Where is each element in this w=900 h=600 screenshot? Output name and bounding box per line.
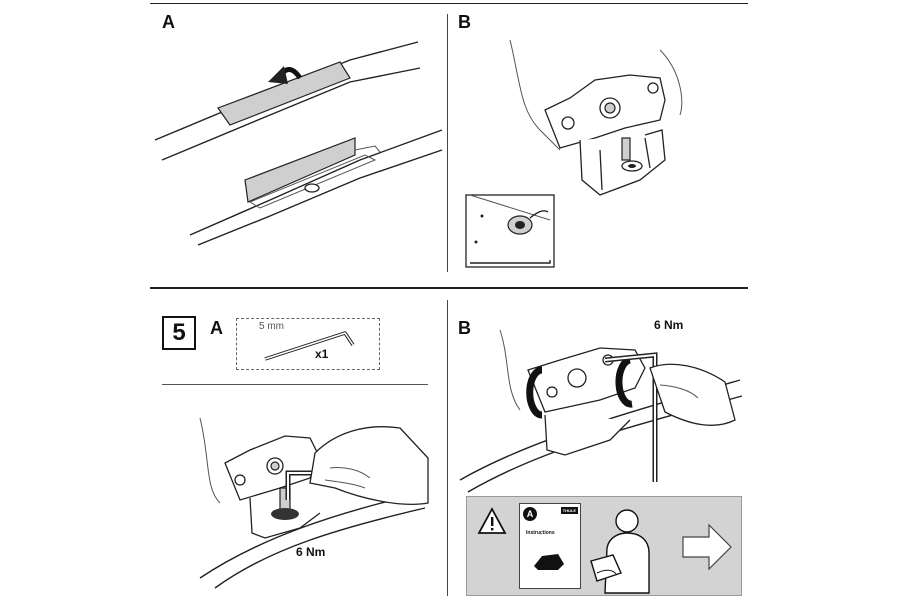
- tool-size-label: 5 mm: [259, 321, 284, 332]
- reading-person-icon: [590, 509, 650, 594]
- step5-panel-a-letter: A: [210, 318, 223, 338]
- instruction-booklet: A THULE Instructions: [519, 503, 581, 589]
- step5-panel-b-letter: B: [458, 318, 471, 338]
- step-separator: [150, 287, 748, 289]
- roof-rack-icon: [534, 554, 564, 570]
- step-number-badge: 5: [162, 316, 196, 350]
- tool-box: 5 mm x1: [236, 318, 380, 370]
- torque-label-b: 6 Nm: [654, 318, 684, 332]
- top-rule: [150, 3, 748, 4]
- step5-a-rule: [162, 384, 428, 385]
- torque-label-a: 6 Nm: [296, 545, 326, 559]
- step4-divider: [447, 14, 448, 272]
- notice-panel: A THULE Instructions: [466, 496, 742, 596]
- step4-panel-b-illustration: [465, 39, 683, 268]
- step4-panel-b-letter: B: [458, 12, 471, 32]
- arrow-right-icon: [682, 523, 732, 571]
- hex-key-icon: [264, 331, 355, 361]
- step5-divider: [447, 300, 448, 596]
- booklet-marker: A: [523, 507, 537, 521]
- booklet-title: Instructions: [526, 530, 555, 536]
- step5-panel-a-illustration: [199, 417, 429, 589]
- tool-quantity-label: x1: [315, 347, 329, 361]
- step5-panel-b-illustration: [459, 329, 743, 493]
- step4-panel-a-illustration: [154, 41, 443, 246]
- booklet-brand: THULE: [560, 507, 578, 514]
- step4-panel-a-letter: A: [162, 12, 175, 32]
- warning-icon: [477, 507, 507, 534]
